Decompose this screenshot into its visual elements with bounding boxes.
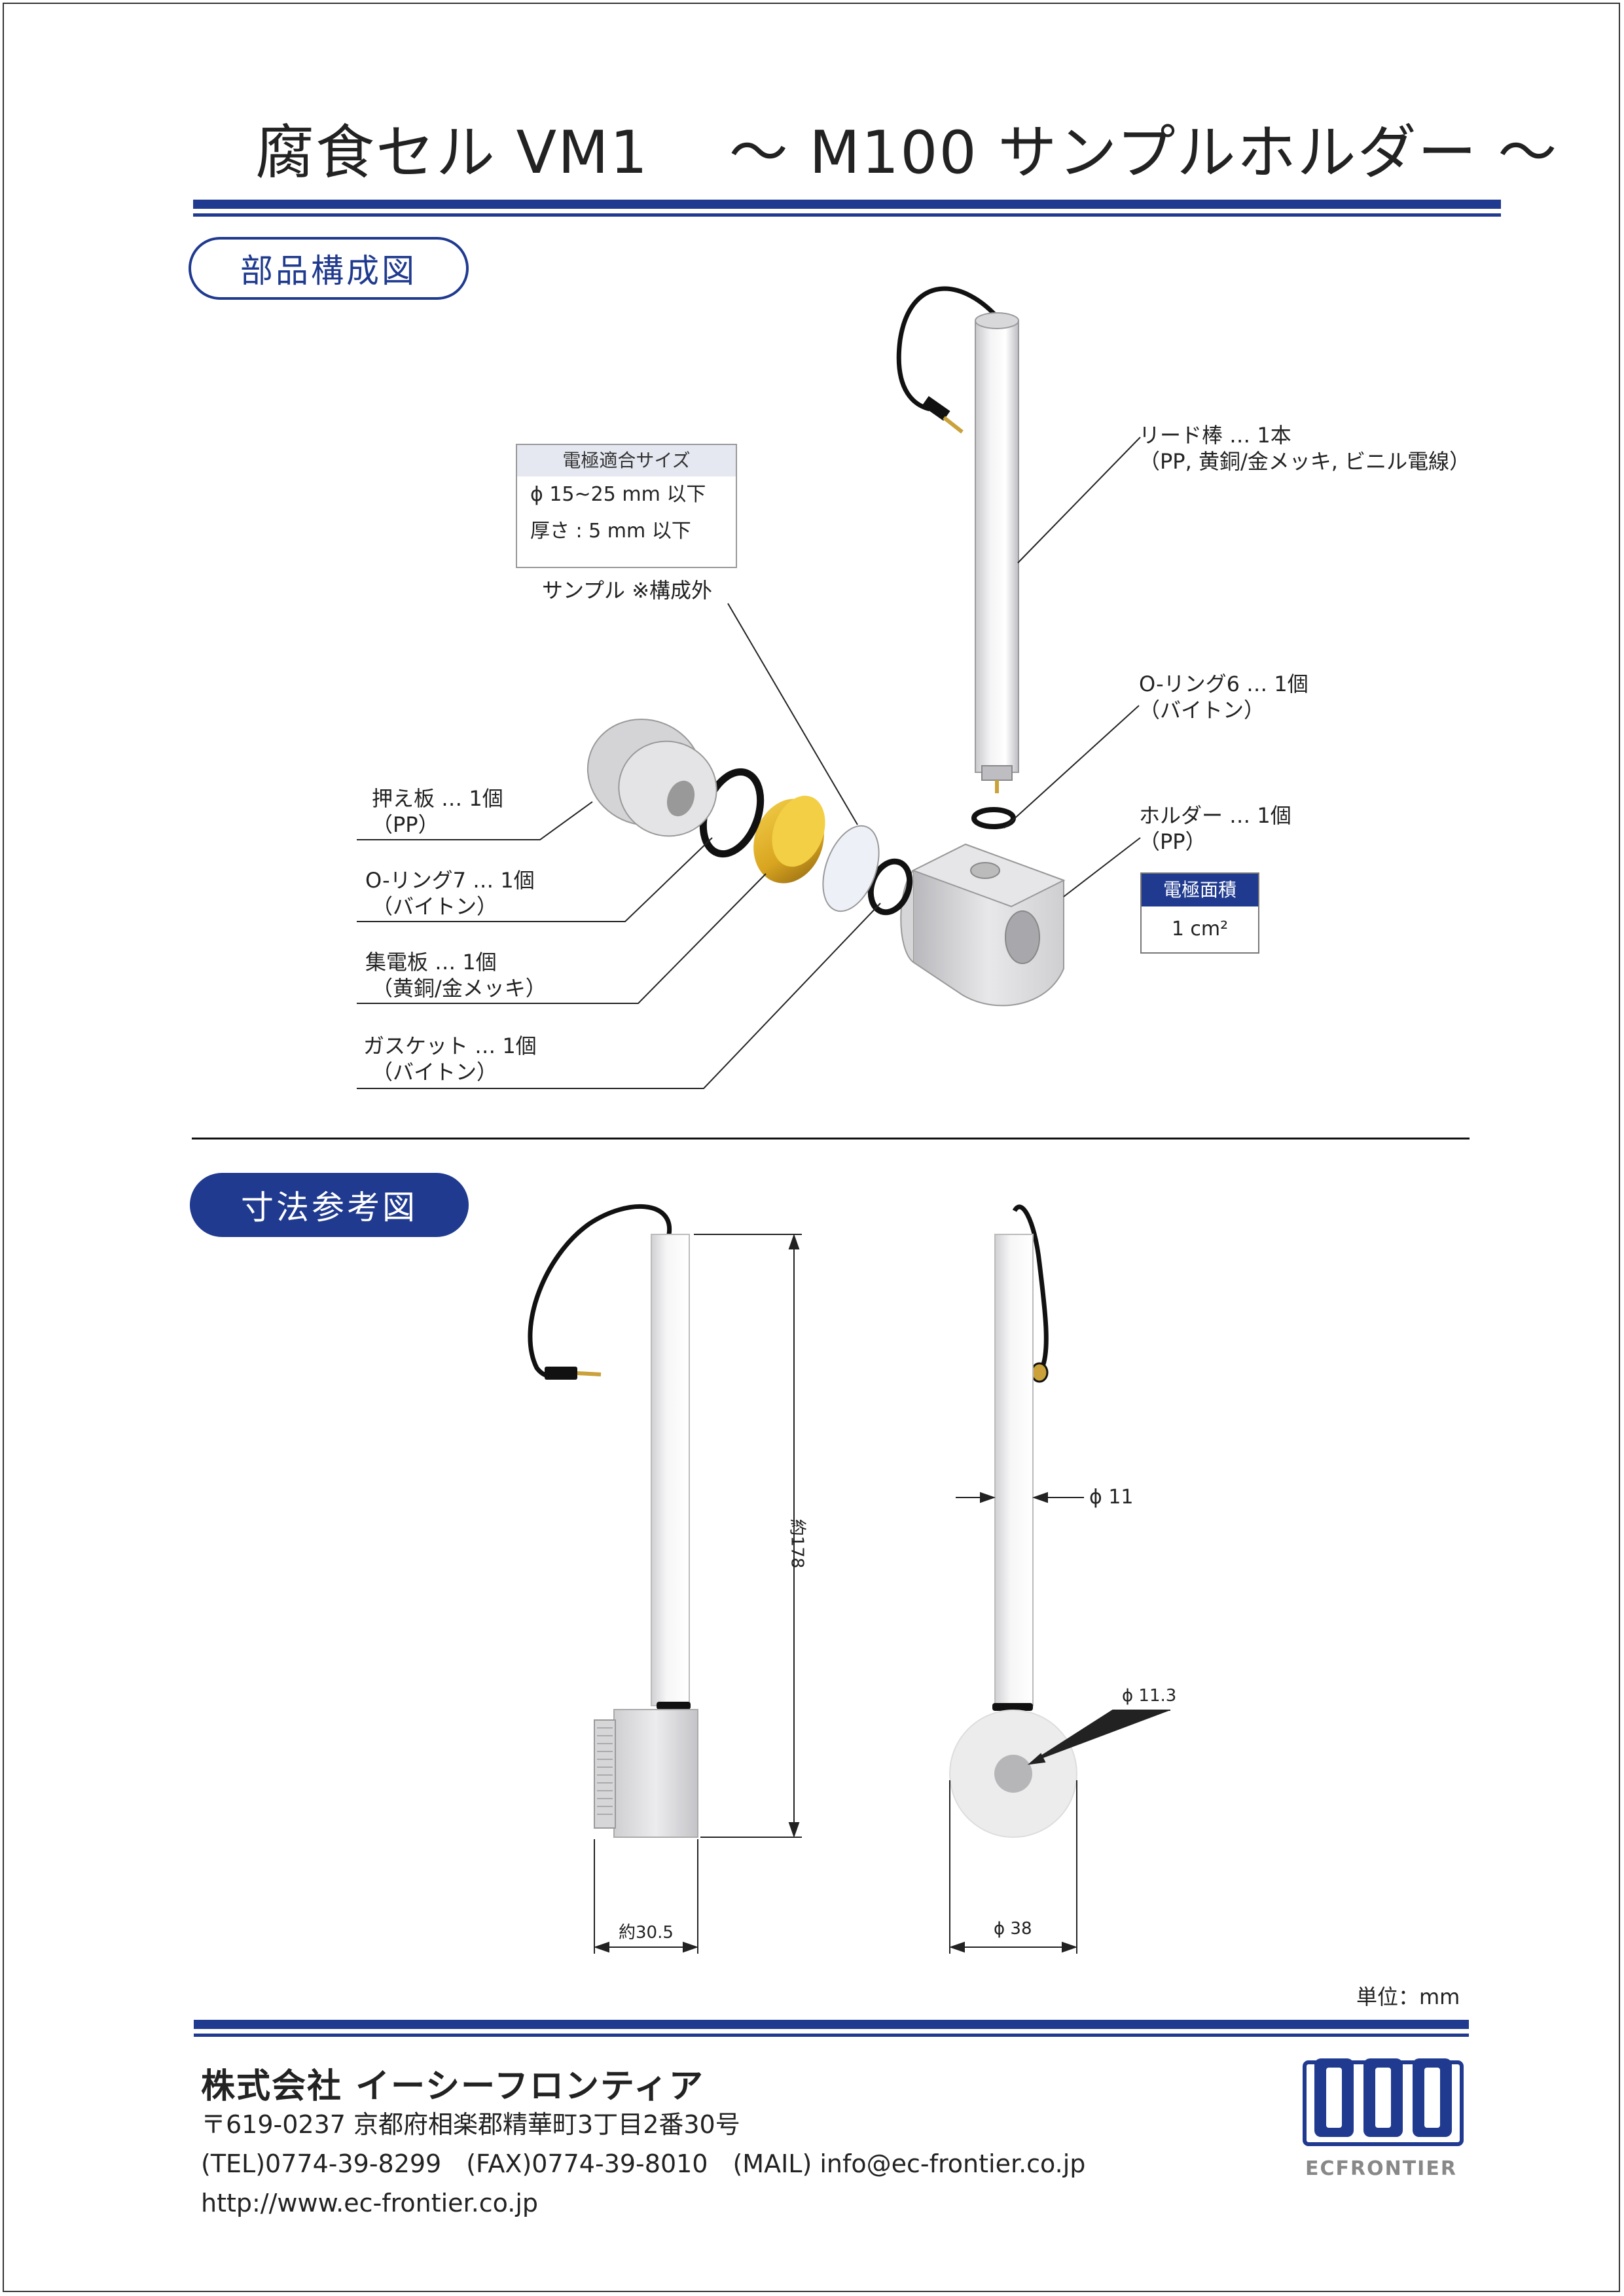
- front-view: [949, 1204, 1077, 1838]
- unit-text: 単位：mm: [1356, 1984, 1460, 2009]
- gasket-label: ガスケット … 1個: [363, 1033, 537, 1058]
- parts-exploded-diagram: [357, 286, 1141, 1089]
- company-name: 株式会社 イーシーフロンティア: [201, 2067, 704, 2106]
- rod-diameter-text: ϕ 11: [1089, 1486, 1134, 1509]
- rod-diameter-line: [956, 1492, 1084, 1503]
- hole-diameter-text: ϕ 11.3: [1122, 1686, 1177, 1706]
- electrode-size-title: 電極適合サイズ: [517, 445, 736, 476]
- width-dimension-line: [593, 1839, 699, 1954]
- lead-rod-label: リード棒 … 1本: [1139, 423, 1291, 448]
- electrode-size-box: 電極適合サイズ ϕ 15~25 mm 以下 厚さ : 5 mm 以下: [516, 444, 737, 568]
- electrode-area-title: 電極面積: [1142, 874, 1258, 906]
- holder-material: （PP）: [1139, 829, 1206, 854]
- gasket-material: （バイトン）: [372, 1060, 498, 1085]
- holder-label: ホルダー … 1個: [1139, 803, 1291, 828]
- body-diameter-text: ϕ 38: [994, 1919, 1032, 1939]
- title-rule-thick: [193, 200, 1501, 209]
- oring6-material: （バイトン）: [1139, 698, 1265, 723]
- dimension-diagram: [528, 1204, 1170, 1954]
- body-diameter-line: [948, 1780, 1078, 1954]
- electrode-size-diameter: ϕ 15~25 mm 以下: [530, 483, 706, 506]
- footer-rule-thick: [194, 2020, 1469, 2029]
- title-rule-thin: [193, 213, 1501, 217]
- collector-plate-part: [753, 795, 825, 884]
- press-plate-material: （PP）: [372, 812, 439, 837]
- oring6-part: [971, 807, 1016, 829]
- company-contact[interactable]: (TEL)0774-39-8299 (FAX)0774-39-8010 (MAI…: [201, 2149, 1086, 2178]
- sample-disk: [822, 825, 880, 912]
- width-dimension-text: 約30.5: [619, 1923, 674, 1943]
- side-view: [528, 1204, 698, 1838]
- company-address: 〒619-0237 京都府相楽郡精華町3丁目2番30号: [201, 2110, 740, 2139]
- lead-rod-material: （PP, 黄銅/金メッキ, ビニル電線）: [1139, 449, 1471, 474]
- footer-rule-thin: [194, 2034, 1469, 2037]
- company-logo-text: ECFRONTIER: [1305, 2157, 1457, 2180]
- page-title: 腐食セル VM1 ～ M100 サンプルホルダー ～: [255, 118, 1559, 187]
- sample-label: サンプル ※構成外: [542, 578, 713, 603]
- section-divider: [192, 1138, 1470, 1139]
- electrode-area-value: 1 cm²: [1171, 918, 1229, 941]
- electrode-size-thickness: 厚さ : 5 mm 以下: [530, 520, 691, 543]
- company-url[interactable]: http://www.ec-frontier.co.jp: [201, 2189, 539, 2217]
- length-dimension-text: 約178: [787, 1518, 807, 1569]
- length-dimension-line: [694, 1233, 802, 1839]
- page-frame: [3, 3, 1620, 2292]
- oring7-material: （バイトン）: [372, 894, 498, 919]
- electrode-area-box: 電極面積 1 cm²: [1140, 872, 1259, 954]
- collector-label: 集電板 … 1個: [365, 950, 497, 975]
- company-logo-icon: [1303, 2058, 1464, 2146]
- hole-diameter-line: [1027, 1710, 1170, 1765]
- press-plate-part: [586, 719, 717, 837]
- section-parts-label: 部品構成図: [189, 237, 469, 300]
- press-plate-label: 押え板 … 1個: [372, 786, 503, 811]
- section-dimensions-label: 寸法参考図: [190, 1173, 469, 1237]
- oring6-label: O-リング6 … 1個: [1139, 672, 1308, 696]
- collector-material: （黄銅/金メッキ）: [372, 976, 547, 1001]
- holder-part: [900, 843, 1066, 1007]
- lead-rod-part: [896, 286, 1019, 793]
- oring7-label: O-リング7 … 1個: [365, 868, 535, 893]
- leader-lines: [357, 437, 1141, 1089]
